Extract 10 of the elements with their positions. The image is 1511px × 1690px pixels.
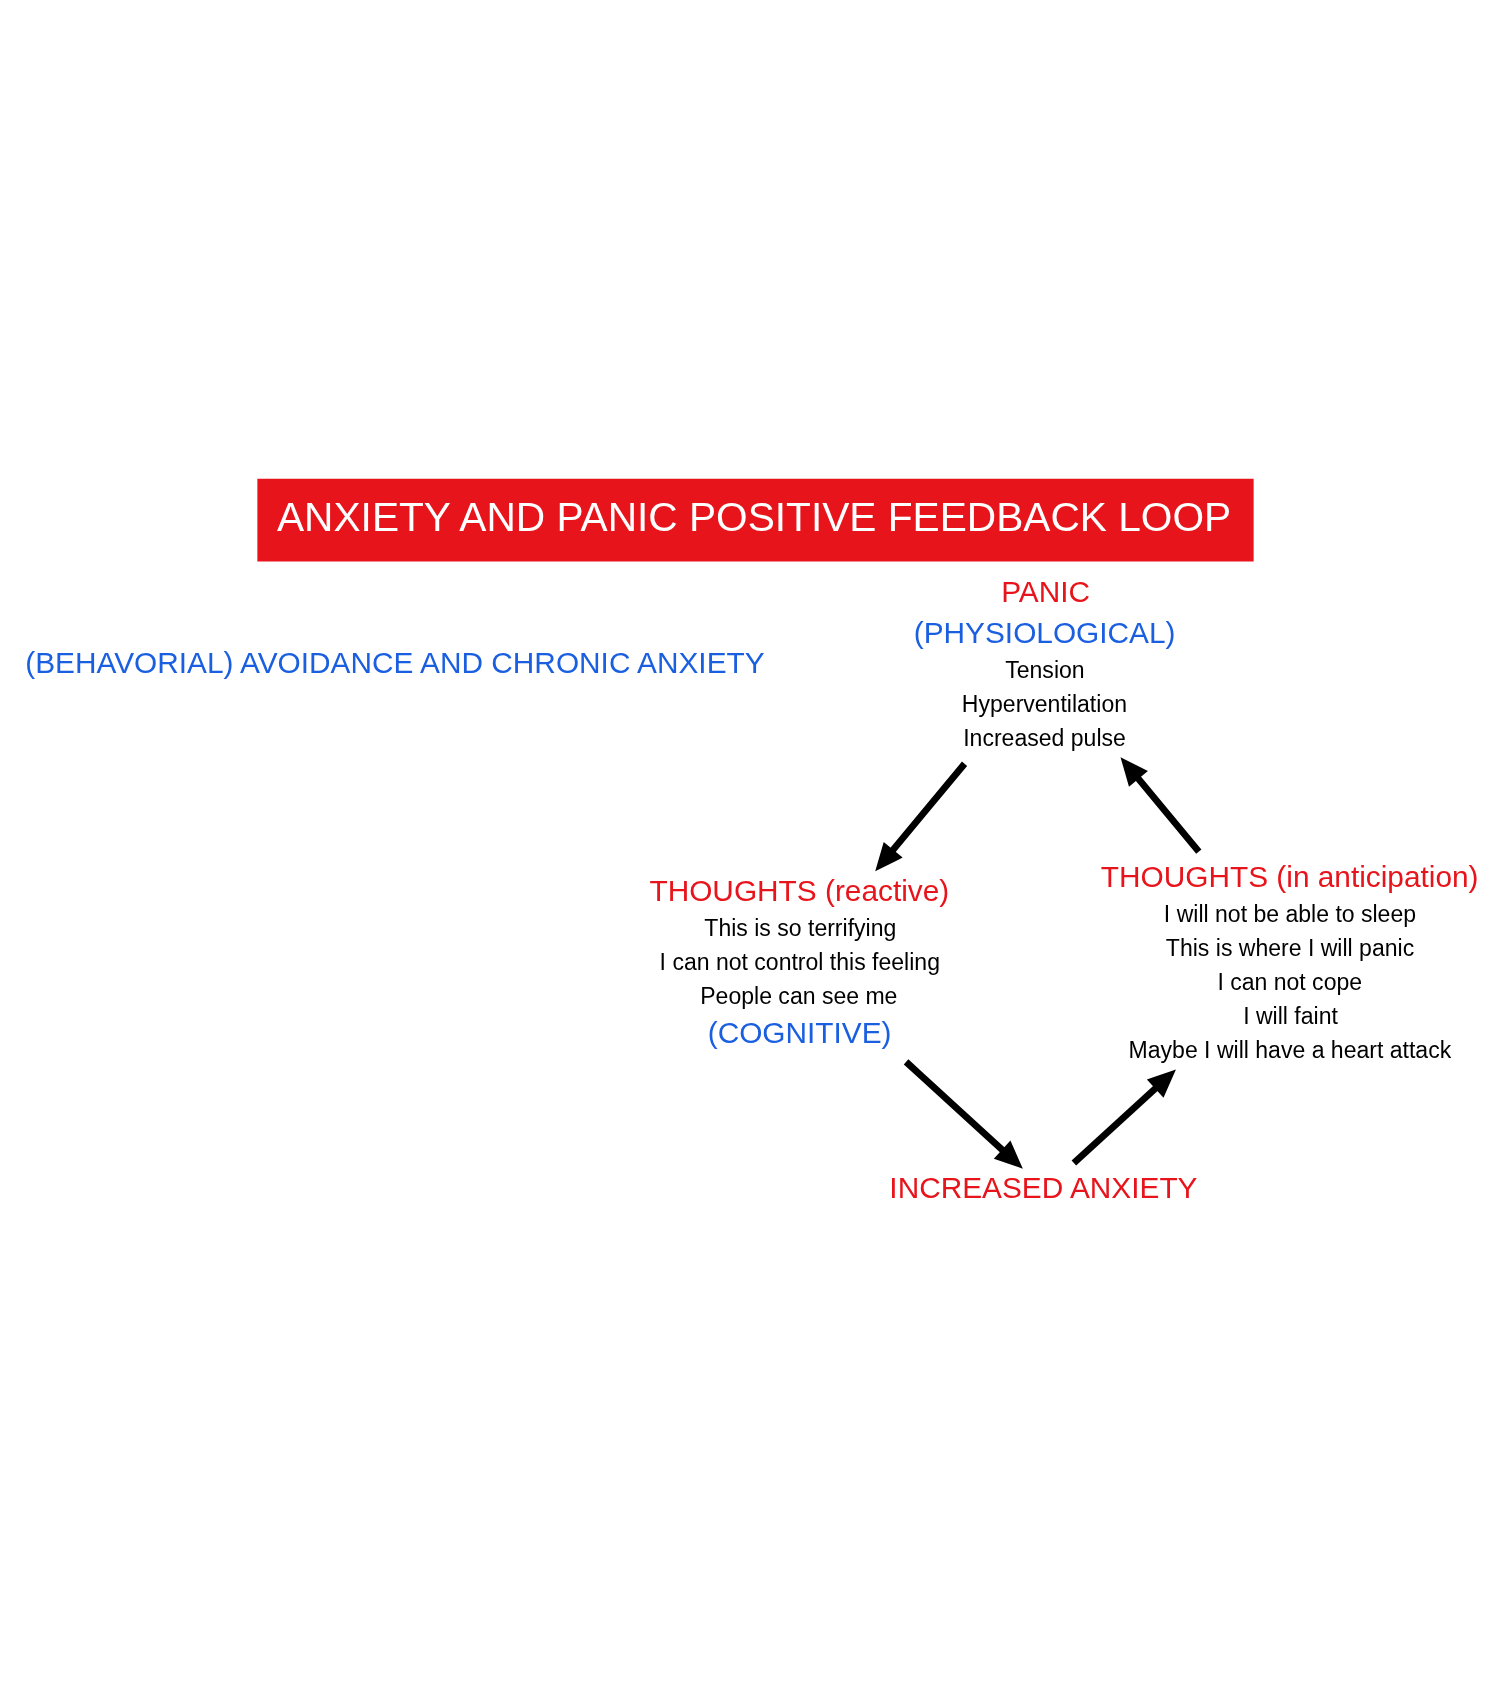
node-text: PANIC (PHYSIOLOGICAL) Tension Hyperventilation Increased pulse [913,574,1176,751]
node-text: THOUGHTS (in anticipation) I will not be able to sleep This is where I will panic I can not cope I will faint Maybe I will have a heart attack [1100,859,1479,1063]
arrow [875,761,968,871]
node-text: INCREASED ANXIETY [889,1170,1198,1204]
arrow [903,1058,1023,1169]
node-text: THOUGHTS (reactive) This is so terrifying I can not control this feeling People can see me (COGNITIVE) [649,873,950,1049]
arrow [1071,1069,1176,1165]
diagram-title: ANXIETY AND PANIC POSITIVE FEEDBACK LOOP [277,493,1232,540]
label: (BEHAVORIAL) AVOIDANCE AND CHRONIC ANXIETY [25,645,765,679]
arrow [1120,756,1202,854]
